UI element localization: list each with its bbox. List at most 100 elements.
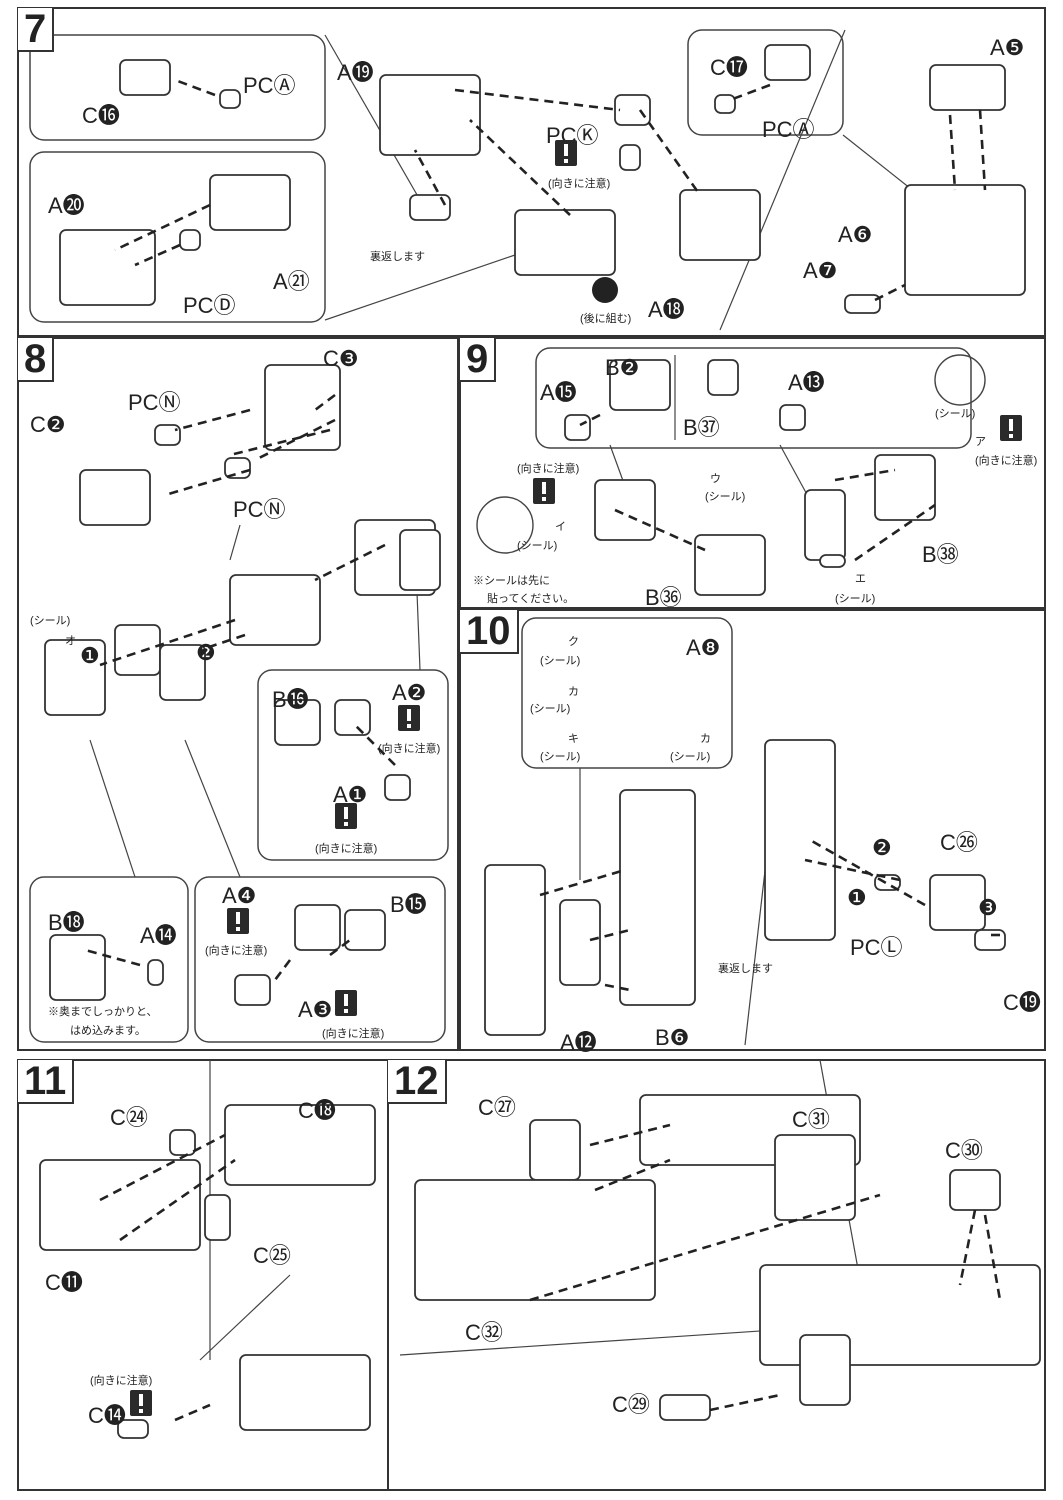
model-part: [774, 1134, 856, 1221]
callout-bubble: [257, 669, 449, 861]
part-label: C❸: [323, 346, 359, 371]
model-part: [294, 904, 341, 951]
instruction-note: ク: [568, 636, 579, 648]
model-part: [714, 94, 736, 114]
model-part: [949, 1169, 1001, 1211]
model-part: [409, 194, 451, 221]
part-label: C㉔: [110, 1105, 148, 1130]
dashed-arrow: [134, 243, 181, 267]
part-label: A❺: [990, 35, 1025, 60]
dashed-arrow: [99, 618, 236, 667]
model-part: [49, 934, 106, 1001]
part-label: A❼: [803, 258, 838, 283]
part-label: A⓲: [648, 297, 685, 322]
step-number-11: 11: [18, 1060, 75, 1104]
model-part: [804, 489, 846, 561]
part-label: A❹: [222, 883, 257, 908]
step-number-9: 9: [460, 338, 497, 382]
model-part: [779, 404, 806, 431]
callout-bubble: [29, 34, 326, 141]
callout-bubble: [535, 347, 972, 449]
part-label: A⓭: [788, 370, 825, 395]
model-part: [44, 639, 106, 716]
part-label: PCⒶ: [762, 117, 815, 142]
step-panel-frame: [17, 7, 1046, 337]
model-part: [564, 414, 591, 441]
part-label: C⓮: [88, 1403, 126, 1428]
dashed-arrow: [229, 428, 331, 457]
instruction-note: (シール): [835, 593, 876, 605]
instruction-note: (向きに注意): [90, 1375, 153, 1387]
model-part: [334, 699, 371, 736]
model-part: [159, 644, 206, 701]
instruction-note: (シール): [935, 408, 976, 420]
instruction-note: ア: [975, 436, 986, 448]
model-part: [974, 929, 1006, 951]
dashed-arrow: [454, 88, 621, 112]
part-label: A❽: [686, 635, 721, 660]
exclamation-warning-icon: [130, 1390, 152, 1416]
dashed-arrow: [594, 1158, 671, 1192]
model-part: [229, 574, 321, 646]
dashed-arrow: [958, 1209, 977, 1286]
model-part: [594, 479, 656, 541]
dashed-arrow: [84, 948, 141, 967]
dashed-arrow: [114, 203, 211, 252]
exclamation-warning-icon: [398, 705, 420, 731]
instruction-note: エ: [855, 573, 866, 585]
exclamation-warning-icon: [227, 908, 249, 934]
model-part: [234, 974, 271, 1006]
part-label: A⓴: [48, 193, 85, 218]
model-part: [844, 294, 881, 314]
step-number-8: 8: [18, 338, 55, 382]
instruction-note: (向きに注意): [548, 178, 611, 190]
model-part: [154, 424, 181, 446]
model-part: [274, 699, 321, 746]
dashed-arrow: [354, 724, 396, 766]
model-part: [399, 529, 441, 591]
model-part: [619, 789, 696, 1006]
instruction-note: (シール): [540, 655, 581, 667]
instruction-note: (シール): [30, 615, 71, 627]
model-part: [619, 144, 641, 171]
instruction-note: イ: [555, 521, 566, 533]
part-label: PCⒹ: [183, 293, 236, 318]
exclamation-warning-icon: [533, 478, 555, 504]
instruction-note: (向きに注意): [322, 1028, 385, 1040]
model-part: [904, 184, 1026, 296]
step-panel-frame: [387, 1059, 1046, 1491]
part-label: C㉙: [612, 1392, 650, 1417]
model-part: [529, 1119, 581, 1181]
callout-bubble: [687, 29, 844, 136]
dashed-arrow: [273, 959, 292, 981]
exclamation-warning-icon: [335, 803, 357, 829]
pointer-line: [324, 34, 421, 201]
sticker-shape-icon: [476, 496, 534, 554]
assemble-later-icon: [592, 277, 618, 303]
dashed-arrow: [948, 114, 957, 191]
part-label: B❷: [605, 355, 640, 380]
part-label: ❸: [978, 895, 998, 920]
exclamation-warning-icon: [555, 140, 577, 166]
step-panel-frame: [459, 609, 1046, 1051]
callout-bubble: [521, 617, 733, 769]
model-part: [79, 469, 151, 526]
part-label: B㊳: [922, 542, 959, 567]
model-part: [514, 209, 616, 276]
callout-bubble: [29, 876, 189, 1043]
instruction-note: はめ込みます。: [70, 1025, 146, 1037]
step-number-12: 12: [388, 1060, 447, 1104]
pointer-line: [324, 254, 516, 321]
model-part: [224, 1104, 376, 1186]
model-part: [239, 1354, 371, 1431]
part-label: C㉕: [253, 1243, 291, 1268]
part-label: C㉚: [945, 1138, 983, 1163]
callout-bubble: [29, 151, 326, 323]
model-part: [414, 1179, 656, 1301]
instruction-note: (シール): [517, 540, 558, 552]
part-label: B⓰: [272, 687, 309, 712]
dashed-arrow: [314, 543, 386, 582]
part-label: C⓲: [298, 1098, 336, 1123]
dashed-arrow: [174, 408, 251, 432]
part-label: ❶: [847, 885, 867, 910]
